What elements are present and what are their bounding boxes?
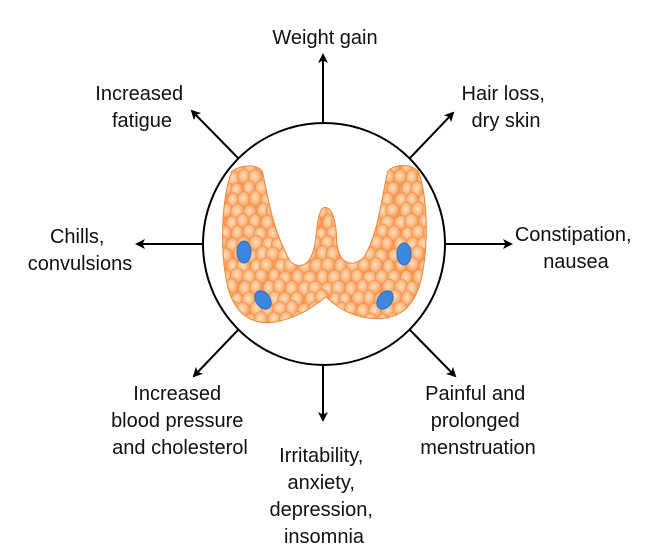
label-top-right: Hair loss, dry skin bbox=[462, 83, 551, 132]
label-top: Weight gain bbox=[272, 27, 377, 49]
nodule bbox=[376, 290, 394, 310]
nodule bbox=[236, 240, 252, 264]
label-bottom-left: Increased blood pressure and cholesterol bbox=[111, 383, 249, 459]
follicle-cell bbox=[422, 313, 426, 323]
follicle-cell bbox=[223, 213, 226, 231]
label-right: Constipation, nausea bbox=[515, 224, 637, 273]
follicle-cell bbox=[422, 182, 426, 200]
follicle-cell bbox=[422, 223, 426, 243]
nodule bbox=[396, 242, 412, 266]
follicle-cell bbox=[380, 236, 394, 253]
arrow-bottom-left bbox=[192, 329, 239, 378]
arrow-top-left bbox=[190, 109, 239, 159]
follicle-cell bbox=[423, 248, 426, 265]
label-bottom: Irritability, anxiety, depression, insom… bbox=[270, 445, 379, 548]
arrow-top-right bbox=[409, 111, 455, 159]
arrow-bottom-right bbox=[409, 329, 457, 378]
follicle-cell bbox=[421, 166, 426, 175]
nodule bbox=[254, 290, 272, 310]
label-left: Chills, convulsions bbox=[28, 226, 133, 275]
label-top-left: Increased fatigue bbox=[95, 83, 188, 132]
label-bottom-right: Painful and prolonged menstruation bbox=[420, 383, 536, 459]
